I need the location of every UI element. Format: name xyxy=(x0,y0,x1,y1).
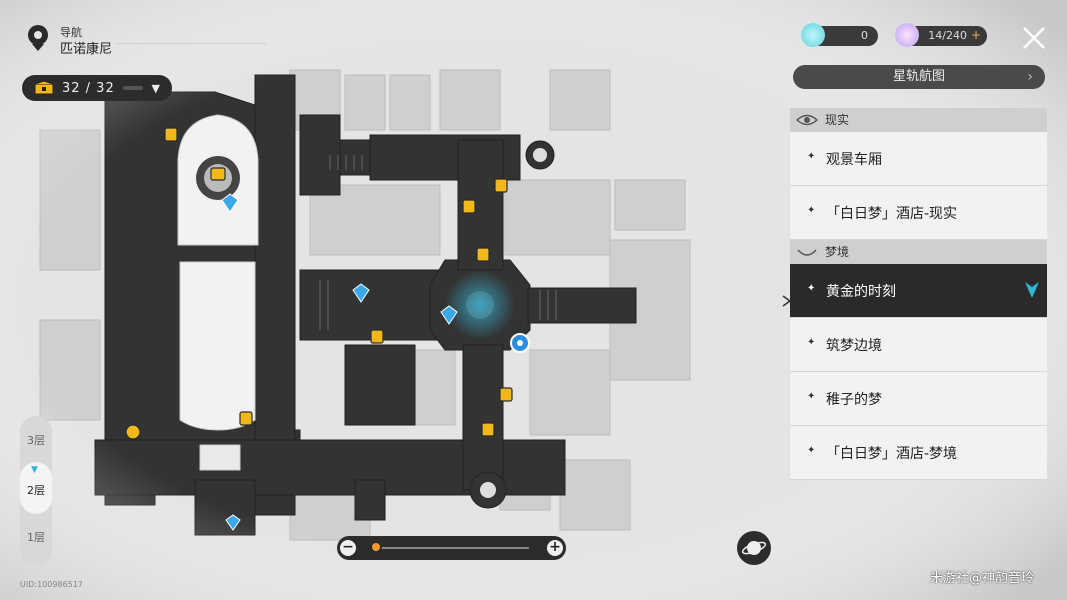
divider xyxy=(116,43,266,44)
currency-reserve[interactable]: 0 xyxy=(801,23,878,47)
floor-3-button[interactable]: 3层 xyxy=(27,434,45,447)
star-icon: ✦ xyxy=(807,283,816,294)
section-reality: 现实 xyxy=(790,108,1047,132)
teleport-icon[interactable] xyxy=(440,305,458,325)
location-name: 匹诺康尼 xyxy=(60,42,113,57)
chest-icon[interactable] xyxy=(476,247,490,262)
area-item[interactable]: ✦ 观景车厢 xyxy=(790,132,1047,186)
zoom-track[interactable] xyxy=(375,547,529,549)
floor-1-button[interactable]: 1层 xyxy=(27,531,45,544)
area-label: 「白日梦」酒店-梦境 xyxy=(826,446,958,462)
area-item[interactable]: ✦ 「白日梦」酒店-现实 xyxy=(790,186,1047,240)
teleport-icon[interactable] xyxy=(225,514,241,531)
chest-icon[interactable] xyxy=(210,167,226,181)
section-dreamscape: 梦境 xyxy=(790,240,1047,264)
chest-progress-bar xyxy=(122,86,143,90)
dream-icon xyxy=(797,249,817,256)
area-item[interactable]: ✦ 「白日梦」酒店-梦境 xyxy=(790,426,1047,480)
star-icon: ✦ xyxy=(807,391,816,402)
reserve-power-value: 0 xyxy=(861,29,868,42)
chest-icon[interactable] xyxy=(462,199,476,214)
close-icon[interactable] xyxy=(1020,24,1048,52)
trailblaze-power-value: 14/240 xyxy=(928,29,967,42)
chest-icon[interactable] xyxy=(370,329,384,344)
area-label: 筑梦边境 xyxy=(826,338,882,354)
area-label: 「白日梦」酒店-现实 xyxy=(826,206,958,222)
zoom-out-button[interactable]: − xyxy=(340,540,356,556)
trailblaze-power-icon xyxy=(895,23,919,47)
chest-icon[interactable] xyxy=(239,411,253,426)
chest-icon xyxy=(34,81,54,95)
area-item[interactable]: ✦ 筑梦边境 xyxy=(790,318,1047,372)
planet-view-button[interactable] xyxy=(737,531,771,565)
eye-icon xyxy=(796,114,818,126)
teleport-icon[interactable] xyxy=(352,283,370,303)
location-pin-icon xyxy=(28,25,48,51)
star-icon: ✦ xyxy=(807,337,816,348)
area-item[interactable]: ✦ 稚子的梦 xyxy=(790,372,1047,426)
chest-icon[interactable] xyxy=(499,387,513,402)
dropdown-caret-icon: ▼ xyxy=(151,82,160,95)
chest-icon[interactable] xyxy=(164,127,178,142)
current-floor-caret-icon: ▼ xyxy=(31,465,38,475)
reserve-power-icon xyxy=(801,23,825,47)
area-label: 稚子的梦 xyxy=(826,392,882,408)
floor-2-button[interactable]: ▼ 2层 xyxy=(20,462,52,514)
planet-icon xyxy=(741,541,767,555)
chest-counter[interactable]: 32 / 32 ▼ xyxy=(22,75,172,101)
section-title: 现实 xyxy=(825,113,850,127)
chest-icon[interactable] xyxy=(494,178,508,193)
area-label: 黄金的时刻 xyxy=(826,284,896,300)
uid-label: UID:100986517 xyxy=(20,580,83,589)
chest-icon[interactable] xyxy=(481,422,495,437)
section-title: 梦境 xyxy=(825,245,850,259)
area-list-panel: 现实 ✦ 观景车厢 ✦ 「白日梦」酒店-现实 梦境 ✦ 黄金的时刻 ✦ 筑梦边境… xyxy=(790,108,1047,480)
area-label: 观景车厢 xyxy=(826,152,882,168)
watermark: 米游社@神韵音玲 xyxy=(930,571,1035,586)
current-area-marker-icon xyxy=(1025,282,1039,298)
nav-title: 导航 xyxy=(60,26,82,39)
add-icon[interactable]: + xyxy=(970,28,981,42)
player-location-icon xyxy=(510,333,530,353)
star-rail-map-label: 星轨航图 xyxy=(892,69,945,84)
star-icon: ✦ xyxy=(807,151,816,162)
currency-trailblaze-power[interactable]: 14/240 + xyxy=(895,23,987,47)
star-icon: ✦ xyxy=(807,205,816,216)
chest-icon[interactable] xyxy=(125,424,141,440)
chevron-right-icon: › xyxy=(1027,69,1033,85)
zoom-slider[interactable]: − + xyxy=(337,536,566,560)
selection-arrow-icon xyxy=(782,295,792,307)
area-item-active[interactable]: ✦ 黄金的时刻 xyxy=(790,264,1047,318)
zoom-in-button[interactable]: + xyxy=(547,540,563,556)
chest-count: 32 / 32 xyxy=(62,80,115,96)
star-icon: ✦ xyxy=(807,445,816,456)
zoom-knob[interactable] xyxy=(370,541,382,553)
floor-selector: 3层 ▼ 2层 1层 xyxy=(20,416,52,566)
star-rail-map-button[interactable]: 星轨航图 › xyxy=(793,65,1045,89)
teleport-icon[interactable] xyxy=(221,193,239,213)
